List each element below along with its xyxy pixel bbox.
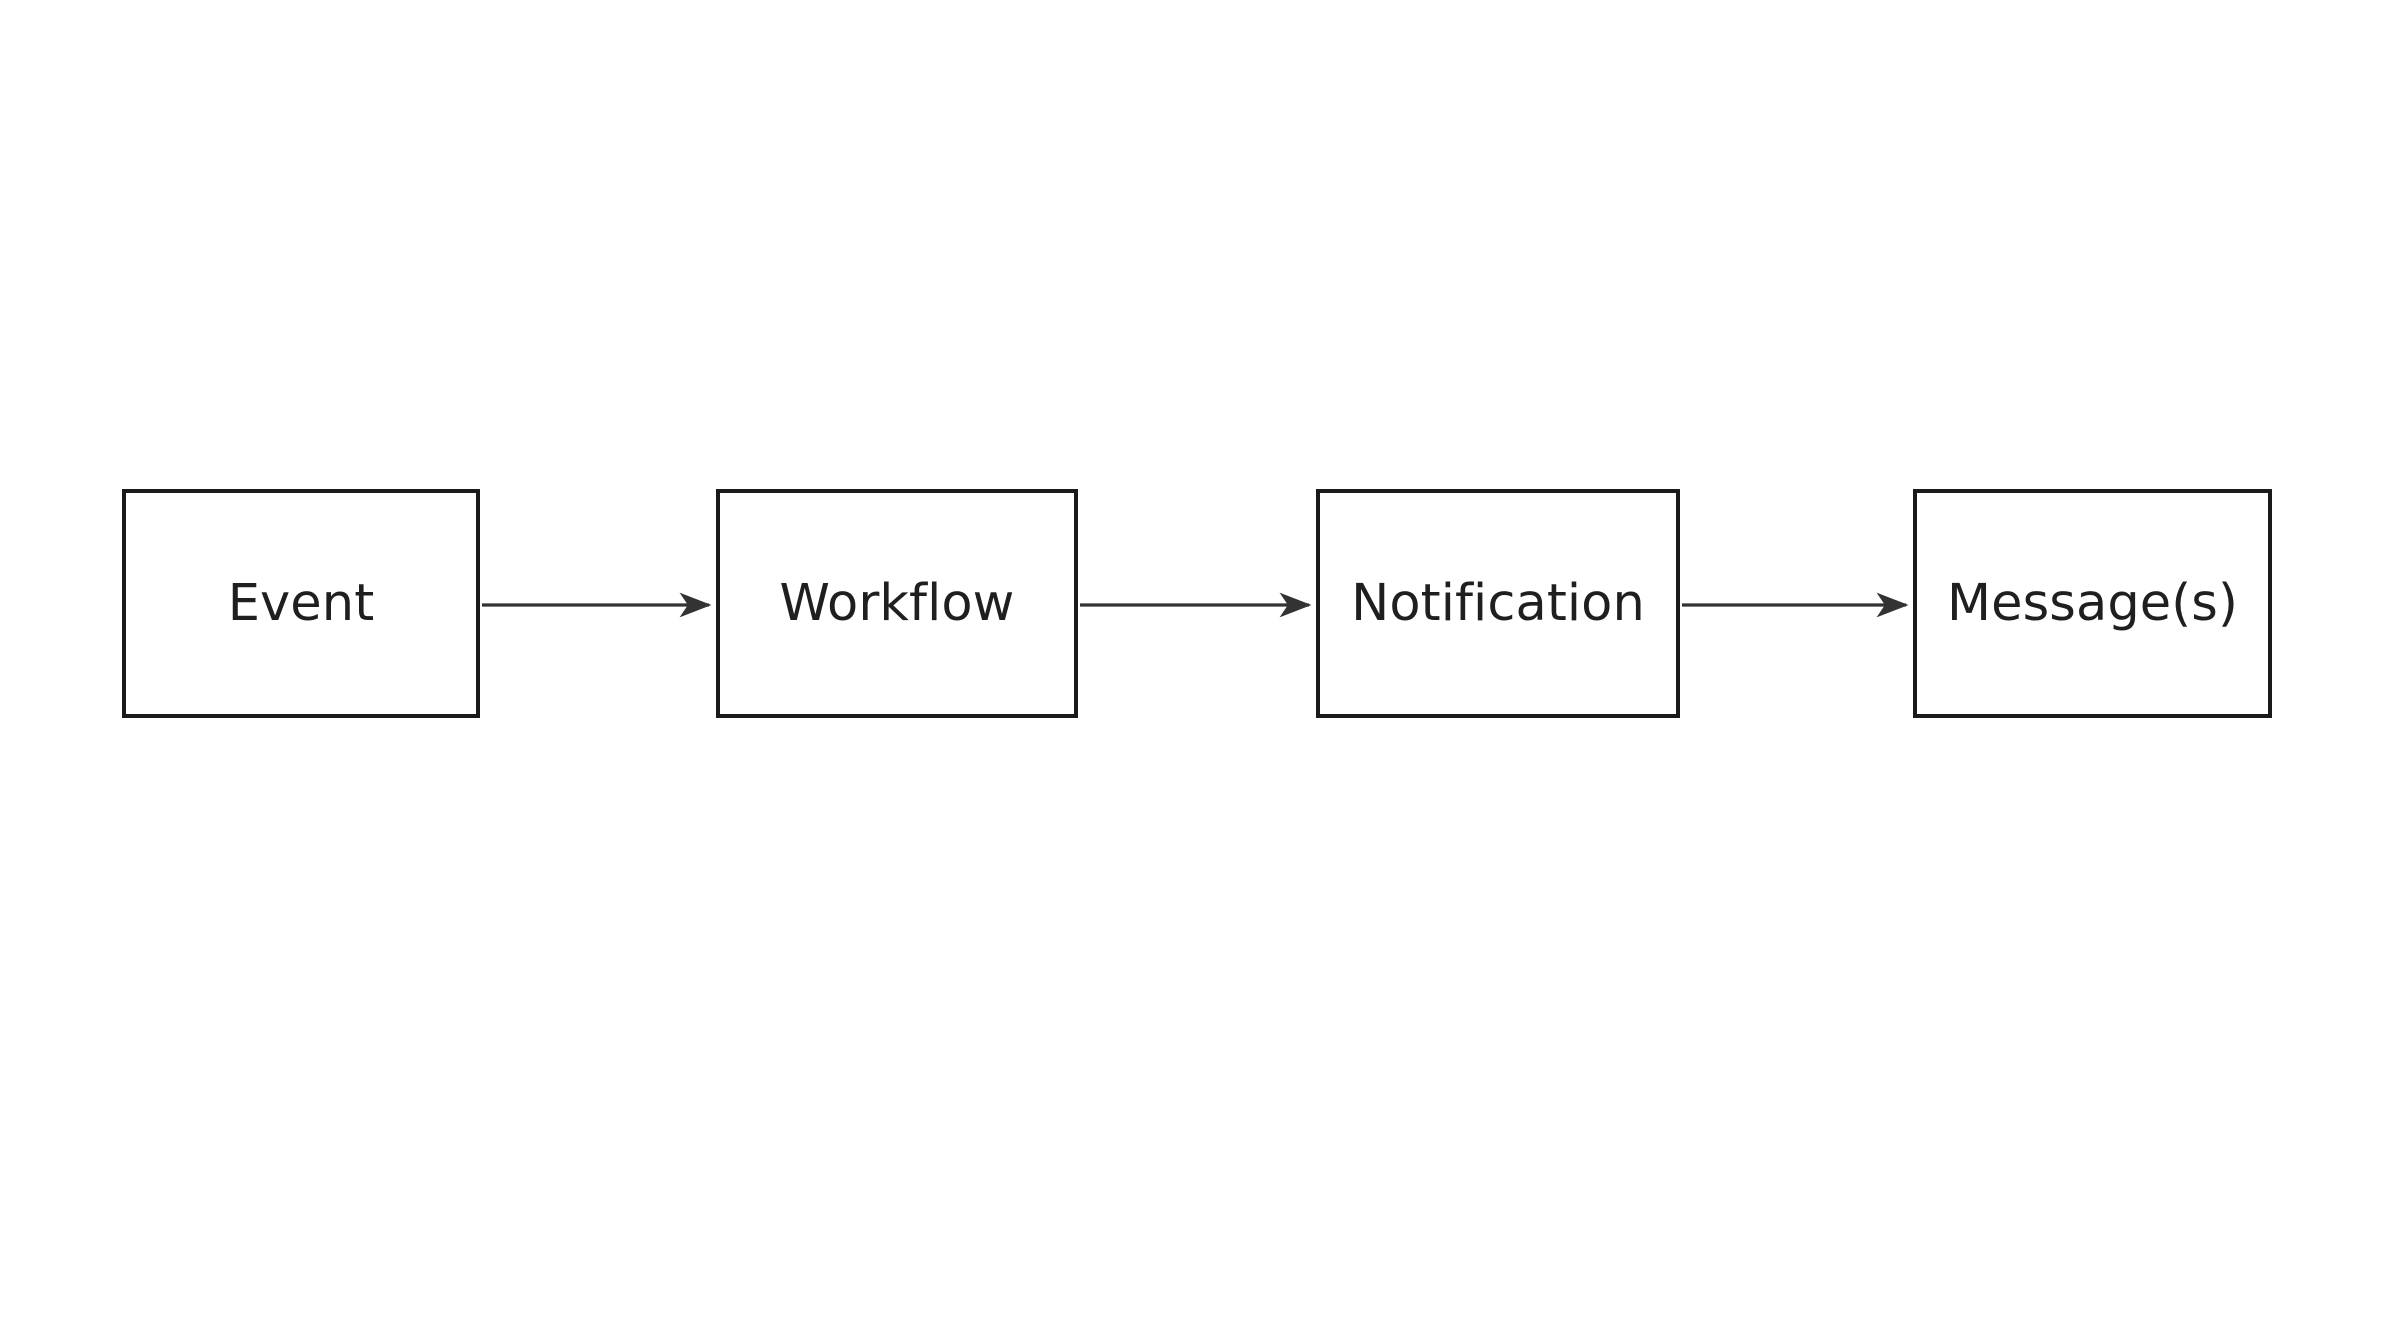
flow-row: Event Workflow Notification Message(s): [0, 489, 2396, 722]
node-messages-label: Message(s): [1947, 574, 2238, 633]
node-notification[interactable]: Notification: [1316, 489, 1680, 718]
node-event-label: Event: [227, 574, 375, 633]
node-notification-label: Notification: [1351, 574, 1645, 633]
node-event[interactable]: Event: [122, 489, 480, 718]
node-messages[interactable]: Message(s): [1913, 489, 2272, 718]
node-workflow[interactable]: Workflow: [716, 489, 1078, 718]
node-workflow-label: Workflow: [779, 574, 1015, 633]
